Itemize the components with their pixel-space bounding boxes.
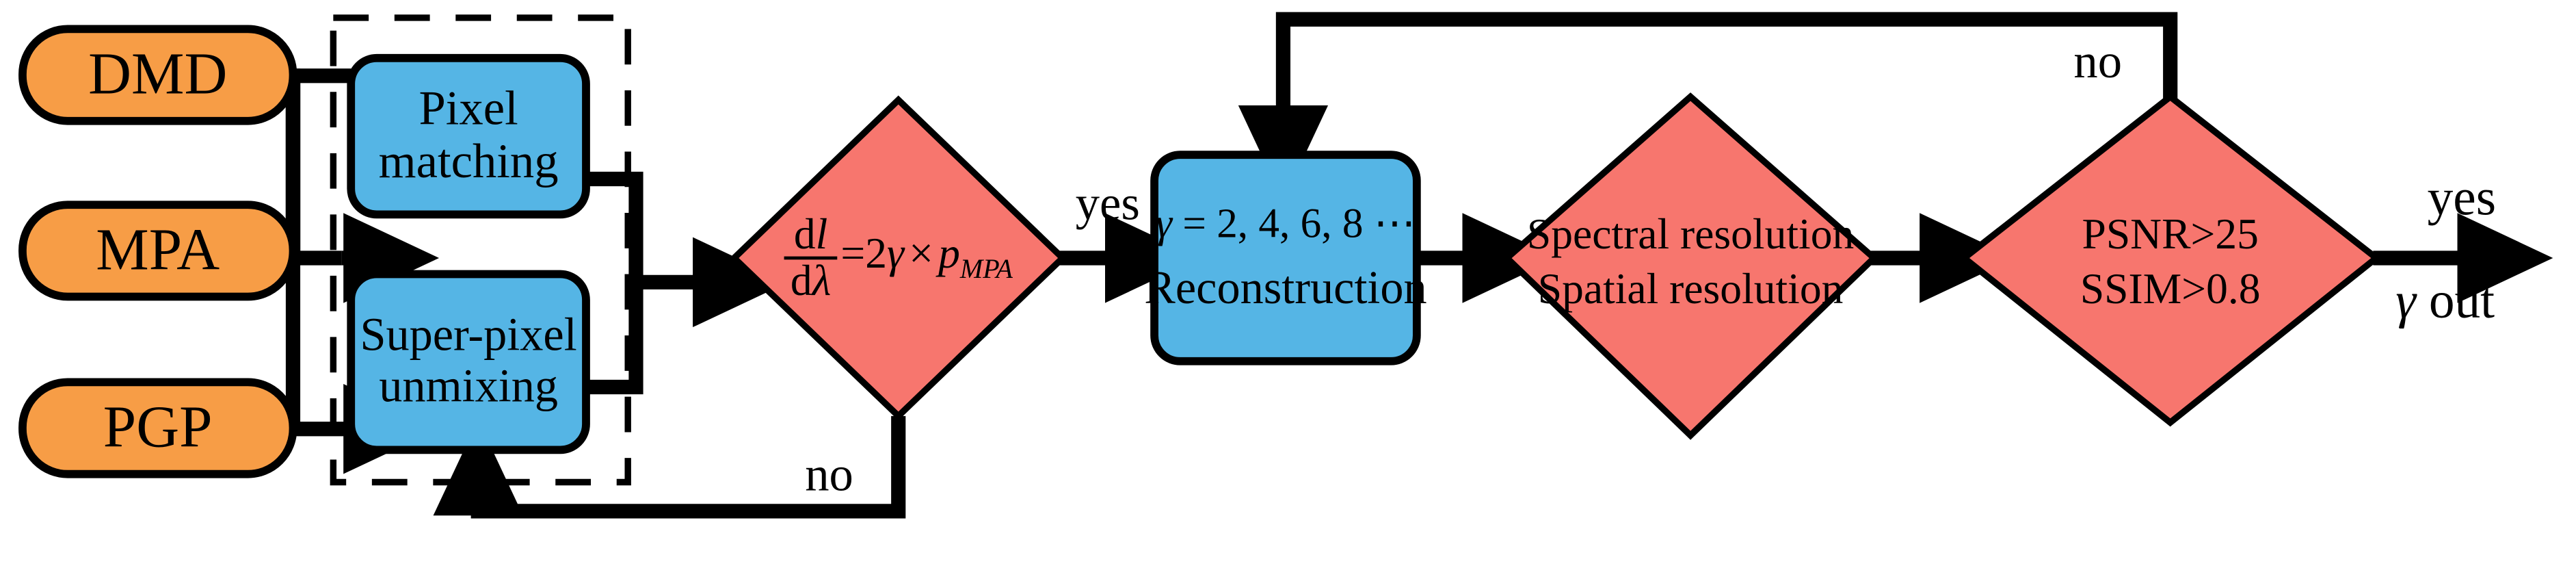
- edge-label-yes-right: yes: [2427, 168, 2497, 226]
- process-box-super-pixel-unmixing[interactable]: [347, 270, 590, 454]
- decision-diamond-equation[interactable]: [729, 95, 1067, 421]
- edge-label-yes-left: yes: [1075, 177, 1140, 231]
- input-label-dmd: DMD: [88, 42, 228, 108]
- dashed-group-container: [330, 14, 631, 486]
- fraction-bar: [784, 256, 838, 260]
- input-label-pgp: PGP: [103, 395, 213, 461]
- edge-label-no-bottom: no: [805, 448, 853, 502]
- decision-diamond-quality[interactable]: [1958, 92, 2382, 427]
- process-box-pixel-matching[interactable]: [347, 53, 590, 219]
- decision-label-equation: dl dλ =2γ×pMPA: [737, 194, 1059, 322]
- process-label-pixel-matching: Pixel matching: [378, 82, 559, 188]
- process-box-reconstruction[interactable]: [1150, 151, 1421, 365]
- edge-decision-no-feedback: [433, 415, 906, 519]
- fraction-numerator: dl: [793, 209, 828, 258]
- decision-label-resolution: Spectral resolution Spatial resolution: [1526, 209, 1855, 313]
- input-label-mpa: MPA: [96, 218, 220, 284]
- fraction-dl-dlambda: dl dλ: [784, 209, 838, 305]
- input-box-pgp[interactable]: [18, 378, 297, 478]
- edge-quality-no-feedback: [1238, 12, 2178, 201]
- fraction-denominator: dλ: [790, 256, 832, 305]
- equation-rhs: =2γ×pMPA: [840, 229, 1013, 285]
- edge-label-no-top-right: no: [2073, 35, 2123, 89]
- decision-diamond-resolution[interactable]: [1502, 92, 1879, 440]
- process-label-super-pixel-unmixing: Super-pixel unmixing: [360, 309, 577, 412]
- input-box-dmd[interactable]: [18, 25, 297, 125]
- process-label-reconstruction: γ = 2, 4, 6, 8 ⋯ Reconstruction: [1144, 155, 1426, 361]
- edge-label-gamma-out: γ out: [2395, 270, 2495, 329]
- decision-label-quality: PSNR>25 SSIM>0.8: [2080, 209, 2261, 313]
- input-box-mpa[interactable]: [18, 201, 297, 301]
- reconstruction-gamma-line: γ = 2, 4, 6, 8 ⋯: [1155, 199, 1416, 246]
